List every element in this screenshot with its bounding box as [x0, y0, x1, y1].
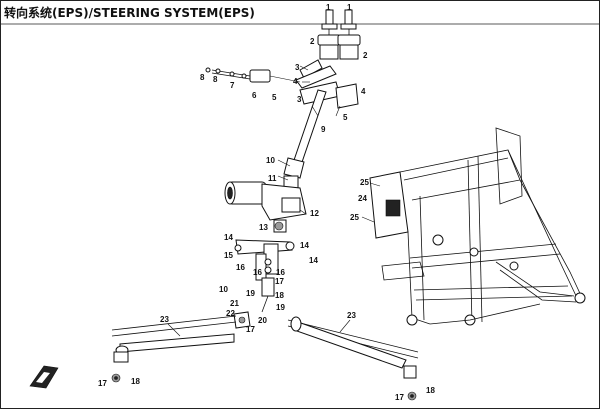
- vehicle-frame: [369, 127, 586, 326]
- handlebar-clamp-assembly: [317, 9, 361, 60]
- callout-3: 3: [297, 95, 302, 104]
- eps-motor-unit: [224, 181, 307, 233]
- callout-leader-lines: [167, 65, 381, 337]
- callout-14: 14: [224, 233, 233, 242]
- callout-13: 13: [259, 223, 268, 232]
- callout-8: 8: [200, 73, 205, 82]
- tie-rod-left: [111, 315, 237, 383]
- callout-17: 17: [246, 325, 255, 334]
- callout-17: 17: [275, 277, 284, 286]
- callout-5: 5: [272, 93, 277, 102]
- callout-10: 10: [219, 285, 228, 294]
- callout-14: 14: [300, 241, 309, 250]
- callout-11: 11: [268, 174, 277, 183]
- callout-6: 6: [252, 91, 257, 100]
- front-direction-arrow-icon: [29, 365, 59, 389]
- callout-21: 21: [230, 299, 239, 308]
- callout-17: 17: [98, 379, 107, 388]
- callout-3: 3: [295, 63, 300, 72]
- page-title: 转向系统(EPS)/STEERING SYSTEM(EPS): [4, 6, 255, 20]
- callout-2: 2: [363, 51, 368, 60]
- callout-22: 22: [226, 309, 235, 318]
- callout-24: 24: [358, 194, 367, 203]
- callout-14: 14: [309, 256, 318, 265]
- callout-25: 25: [350, 213, 359, 222]
- part-callouts: 1 1 2 2 3 3 4 4 5 5 6 7 8 8 9 10 10 11 1…: [98, 3, 435, 402]
- callout-23: 23: [347, 311, 356, 320]
- callout-17: 17: [395, 393, 404, 402]
- callout-4: 4: [293, 77, 298, 86]
- callout-19: 19: [276, 303, 285, 312]
- callout-1: 1: [326, 3, 331, 12]
- lower-linkage-assembly: [233, 239, 295, 329]
- callout-15: 15: [224, 251, 233, 260]
- callout-20: 20: [258, 316, 267, 325]
- callout-16: 16: [236, 263, 245, 272]
- callout-19: 19: [246, 289, 255, 298]
- callout-16: 16: [276, 268, 285, 277]
- callout-18: 18: [131, 377, 140, 386]
- callout-23: 23: [160, 315, 169, 324]
- callout-4: 4: [361, 87, 366, 96]
- callout-8: 8: [213, 75, 218, 84]
- callout-25: 25: [360, 178, 369, 187]
- callout-9: 9: [321, 125, 326, 134]
- callout-1: 1: [347, 3, 352, 12]
- callout-16: 16: [253, 268, 262, 277]
- callout-12: 12: [310, 209, 319, 218]
- callout-10: 10: [266, 156, 275, 165]
- tie-rod-right: [287, 316, 419, 401]
- callout-2: 2: [310, 37, 315, 46]
- callout-18: 18: [275, 291, 284, 300]
- callout-7: 7: [230, 81, 235, 90]
- callout-18: 18: [426, 386, 435, 395]
- callout-5: 5: [343, 113, 348, 122]
